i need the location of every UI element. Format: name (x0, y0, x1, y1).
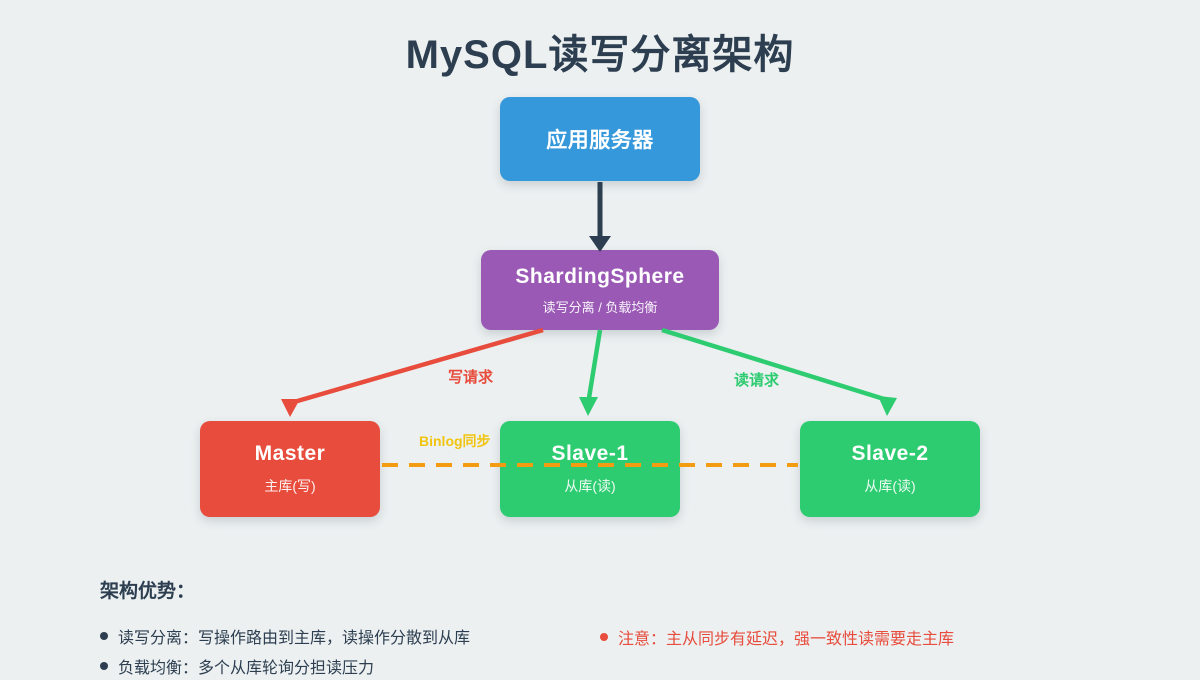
write-request-label: 写请求 (448, 369, 494, 386)
bullet-icon (600, 633, 608, 641)
node-slave-1-title: Slave-1 (551, 442, 629, 465)
node-slave-1: Slave-1 从库(读) (500, 421, 680, 517)
node-slave-2-subtitle: 从库(读) (864, 478, 916, 494)
bullet-icon (100, 632, 108, 640)
read-request-arrow-slave2 (661, 327, 897, 416)
app-to-middleware-arrow (589, 182, 611, 252)
node-app-server: 应用服务器 (500, 97, 700, 181)
page-title: MySQL读写分离架构 (405, 33, 795, 77)
node-app-server-label: 应用服务器 (546, 129, 654, 152)
bullet-icon (100, 662, 108, 670)
warning-note-text: 注意：主从同步有延迟，强一致性读需要走主库 (618, 631, 955, 648)
node-shardingsphere-subtitle: 读写分离 / 负载均衡 (542, 299, 658, 315)
advantage-item-text: 读写分离：写操作路由到主库，读操作分散到从库 (118, 630, 471, 647)
write-request-arrow (281, 327, 544, 417)
node-master: Master 主库(写) (200, 421, 380, 517)
read-request-label: 读请求 (734, 372, 780, 389)
advantage-item: 读写分离：写操作路由到主库，读操作分散到从库 (100, 624, 470, 648)
node-master-title: Master (254, 442, 326, 465)
node-master-subtitle: 主库(写) (264, 478, 316, 494)
warning-note: 注意：主从同步有延迟，强一致性读需要走主库 (600, 625, 954, 649)
advantage-item-text: 负载均衡：多个从库轮询分担读压力 (118, 660, 375, 677)
advantage-item: 负载均衡：多个从库轮询分担读压力 (100, 654, 374, 678)
binlog-sync-label: Binlog同步 (419, 433, 491, 449)
node-slave-2-title: Slave-2 (851, 442, 929, 465)
node-shardingsphere-title: ShardingSphere (515, 264, 685, 288)
read-request-arrow-slave1 (579, 329, 603, 416)
node-slave-1-subtitle: 从库(读) (564, 478, 616, 494)
node-slave-2: Slave-2 从库(读) (800, 421, 980, 517)
advantages-heading: 架构优势： (100, 581, 196, 602)
node-shardingsphere: ShardingSphere 读写分离 / 负载均衡 (481, 250, 719, 330)
